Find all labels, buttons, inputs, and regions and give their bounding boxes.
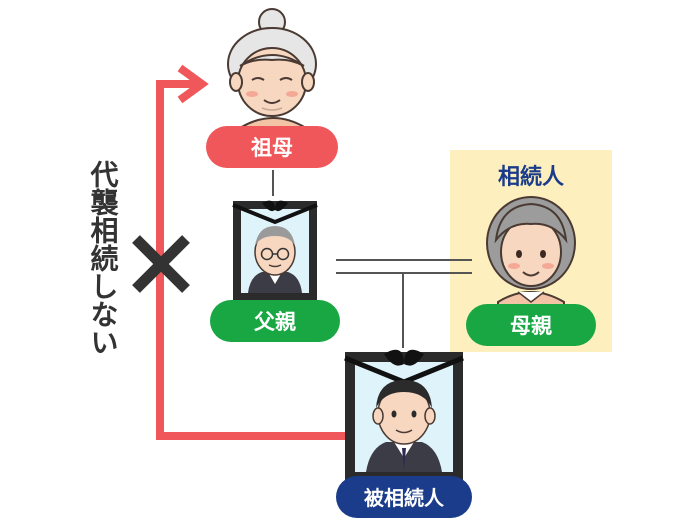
grandmother-figure: [227, 8, 317, 135]
heir-label: 相続人: [498, 164, 564, 190]
grandmother-label: 祖母: [250, 136, 293, 160]
no-inheritance-label: 代襲相続しない: [87, 160, 120, 356]
grandmother-badge: 祖母: [206, 126, 338, 168]
cross-mark-icon: [132, 235, 190, 293]
relationship-lines: [272, 170, 472, 348]
mother-figure: [486, 196, 576, 307]
father-portrait: [232, 200, 318, 301]
father-label: 父親: [254, 310, 296, 334]
mother-label: 母親: [510, 314, 552, 338]
deceased-label: 被相続人: [364, 486, 445, 510]
father-badge: 父親: [210, 300, 340, 342]
mother-badge: 母親: [466, 304, 596, 346]
deceased-badge: 被相続人: [336, 476, 472, 518]
deceased-portrait: [344, 349, 464, 480]
